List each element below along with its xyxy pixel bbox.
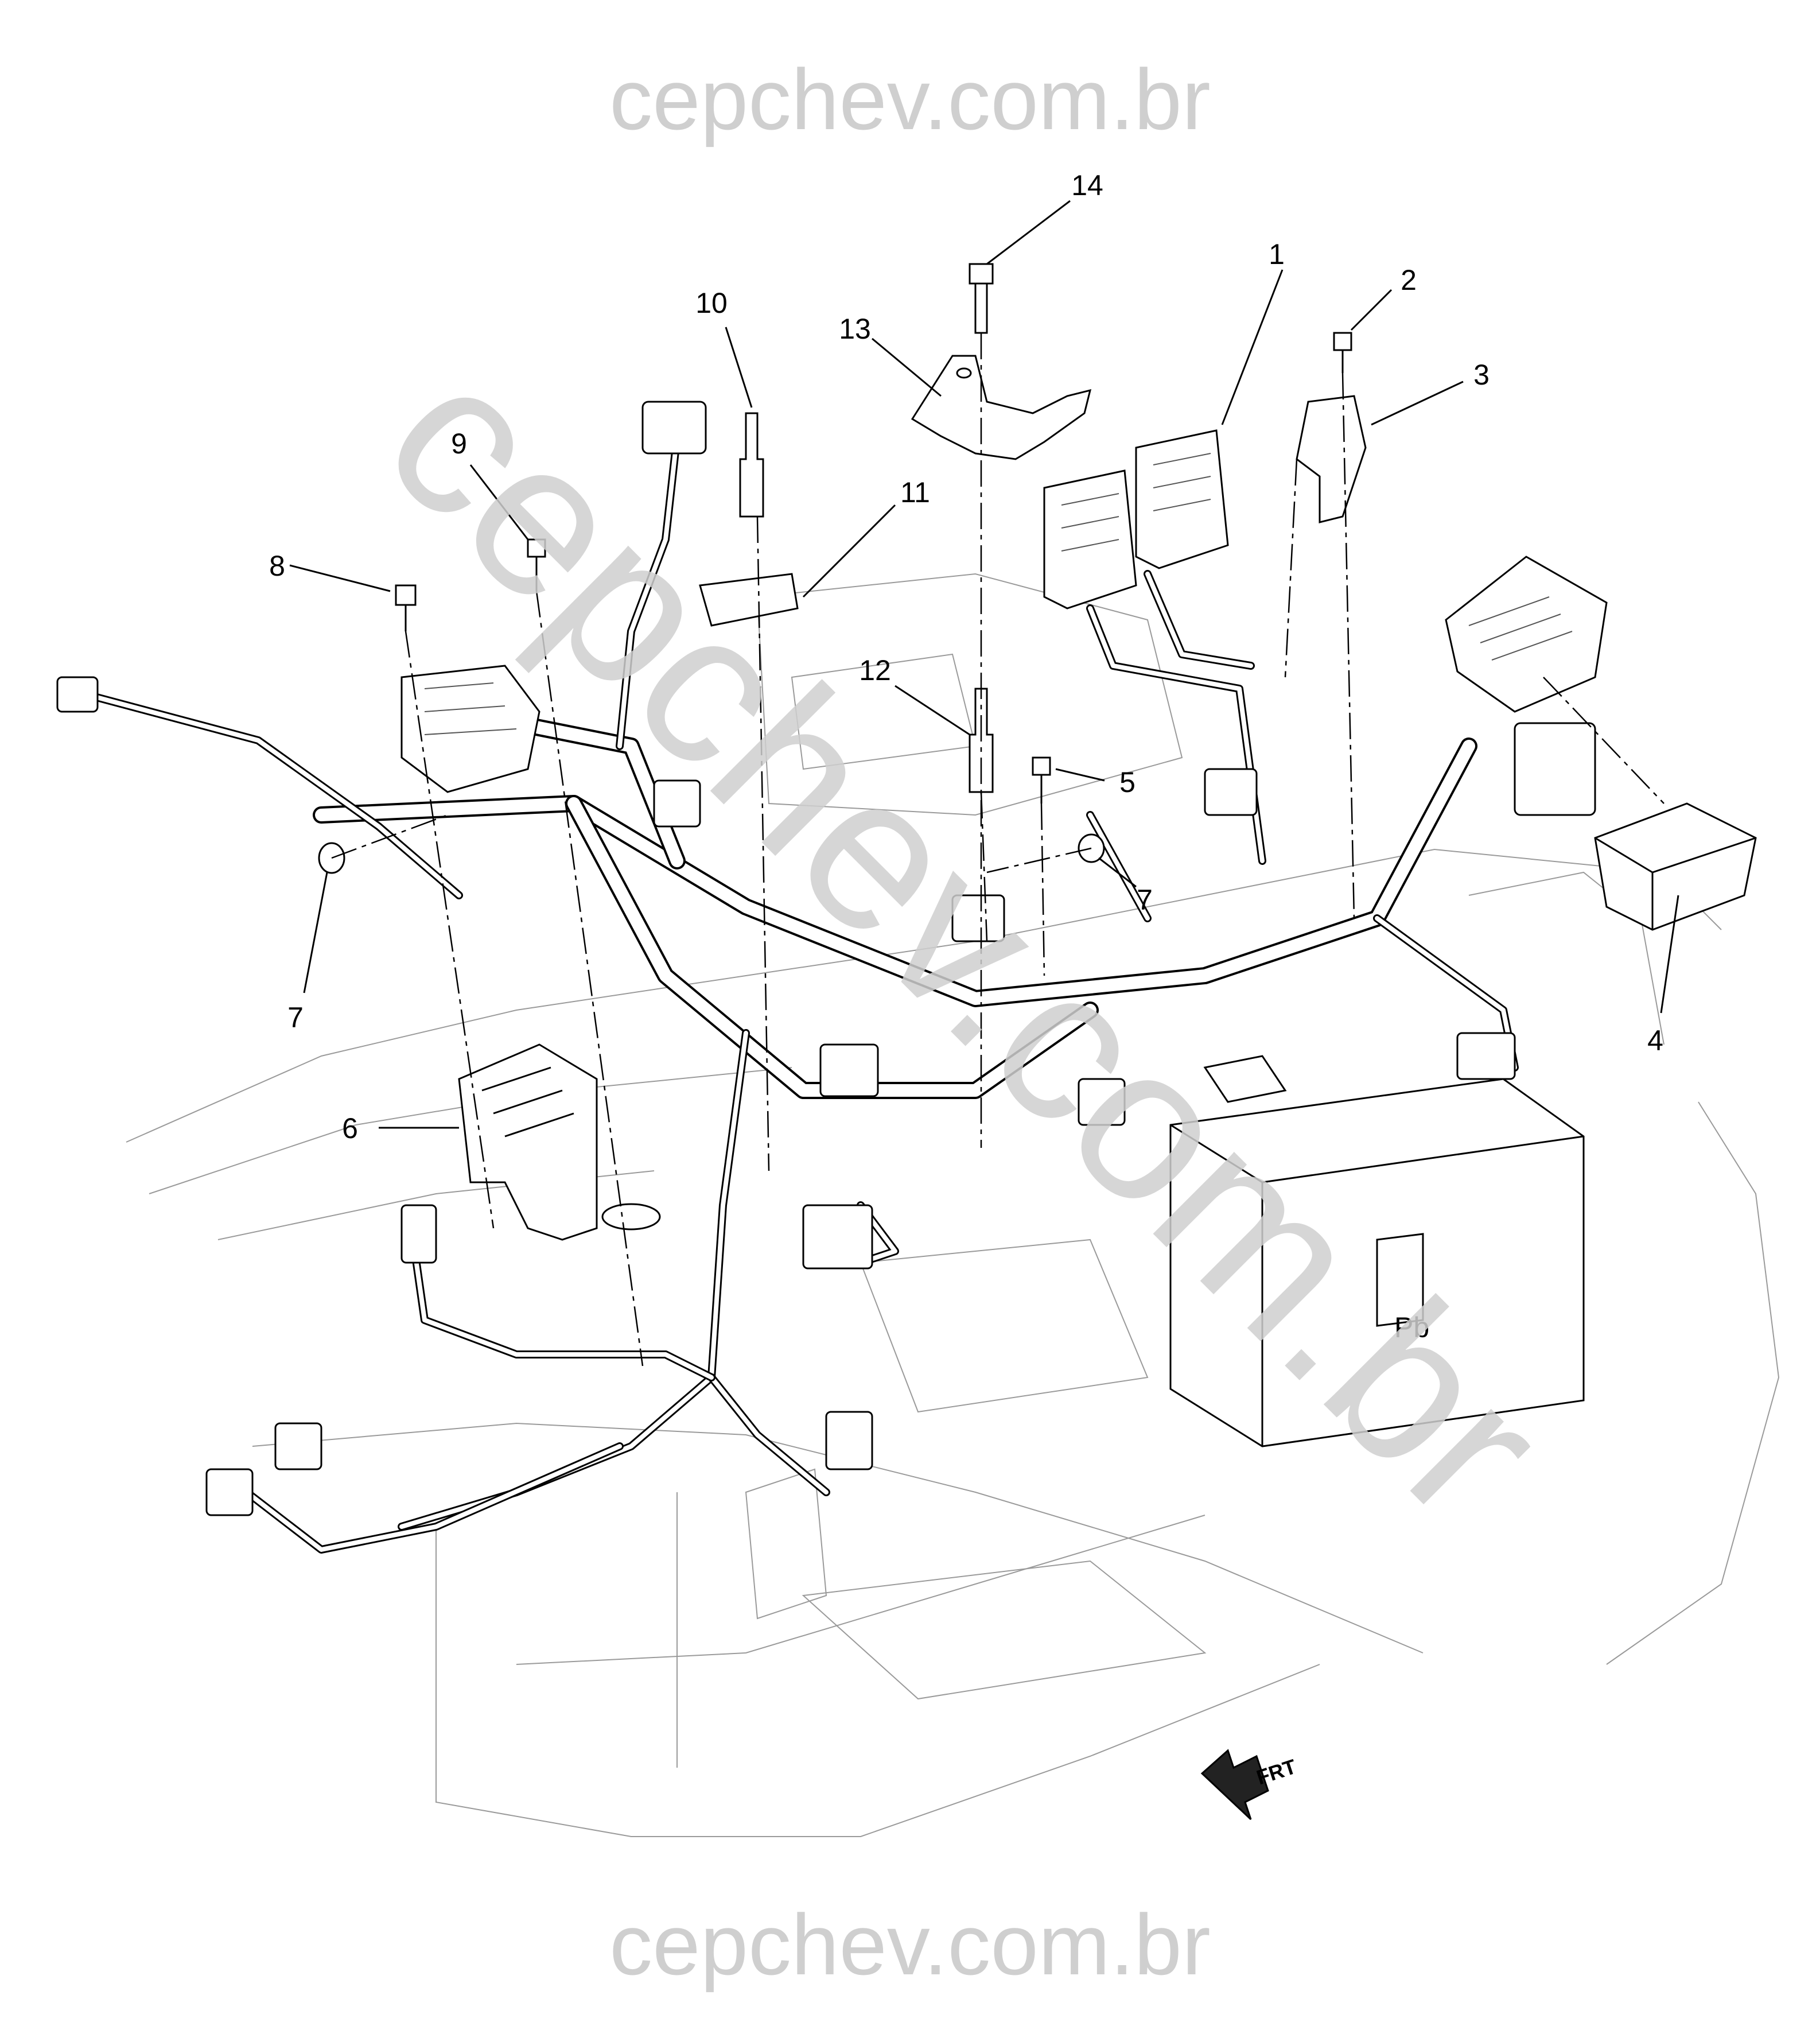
part-11-bracket	[699, 573, 799, 627]
callout-10: 10	[695, 287, 728, 319]
part-9-bolt	[527, 538, 546, 591]
part-10-stud	[739, 412, 764, 518]
battery: Pb	[1169, 1055, 1585, 1447]
connector-top-center	[641, 401, 707, 455]
callout-6: 6	[342, 1112, 358, 1144]
callout-1: 1	[1269, 238, 1285, 270]
connector-mid-1	[653, 779, 701, 828]
part-3-bracket	[1296, 395, 1367, 523]
part-13-bracket	[911, 355, 1092, 460]
connector-left-end	[56, 676, 99, 713]
leader-lines	[289, 200, 1679, 1129]
callout-13: 13	[839, 313, 871, 345]
callout-labels: 1 2 3 4 5 6 7 7 8 9 10 11 12 13 14	[269, 169, 1663, 1144]
callout-4: 4	[1647, 1024, 1663, 1057]
connector-right-2	[1456, 1032, 1516, 1080]
fuse-block	[1445, 556, 1608, 713]
connector-lower-mid	[825, 1411, 873, 1470]
part-6-bracket	[458, 1043, 661, 1241]
part-1-ecm-connectors	[1043, 429, 1229, 610]
callout-7-left: 7	[287, 1002, 304, 1034]
callout-8: 8	[269, 550, 285, 582]
callout-7-right: 7	[1137, 884, 1153, 916]
part-4-fuse-cover	[1594, 802, 1757, 931]
callout-14: 14	[1071, 169, 1103, 201]
callout-2: 2	[1401, 264, 1417, 296]
relay-module-left	[400, 665, 540, 793]
part-2-bolt	[1333, 332, 1352, 373]
battery-pb-label: Pb	[1394, 1311, 1429, 1344]
front-direction-indicator: FRT	[1200, 1749, 1299, 1820]
connector-right-1	[1204, 768, 1258, 816]
watermark-top: cepchev.com.br	[609, 51, 1211, 147]
callout-3: 3	[1473, 359, 1490, 391]
callout-9: 9	[451, 428, 467, 460]
callout-5: 5	[1119, 766, 1135, 798]
front-arrow-icon	[1200, 1749, 1269, 1820]
connector-mid-3	[819, 1043, 879, 1097]
watermarks: cepchev.com.br cepchev.com.br cepchev.co…	[340, 51, 1590, 1993]
callout-11: 11	[900, 476, 930, 508]
connector-lower-left-1	[205, 1468, 254, 1516]
connector-mid-4	[802, 1204, 873, 1270]
connectors	[56, 401, 1596, 1516]
connector-mid-5	[1078, 1078, 1126, 1126]
connector-left-vertical	[400, 1204, 437, 1264]
connector-mid-2	[951, 894, 1005, 942]
fasteners	[318, 263, 1105, 874]
callout-12: 12	[859, 654, 891, 686]
alignment-lines	[331, 333, 1665, 1367]
connector-lower-left-2	[274, 1422, 322, 1470]
part-8-bolt	[395, 584, 417, 631]
watermark-bottom: cepchev.com.br	[609, 1896, 1211, 1993]
connector-fuse-large	[1514, 722, 1596, 816]
part-14-bolt	[969, 263, 994, 334]
part-5-bolt	[1032, 756, 1051, 803]
engine-bay-background	[126, 573, 1780, 1837]
front-label: FRT	[1254, 1754, 1299, 1790]
